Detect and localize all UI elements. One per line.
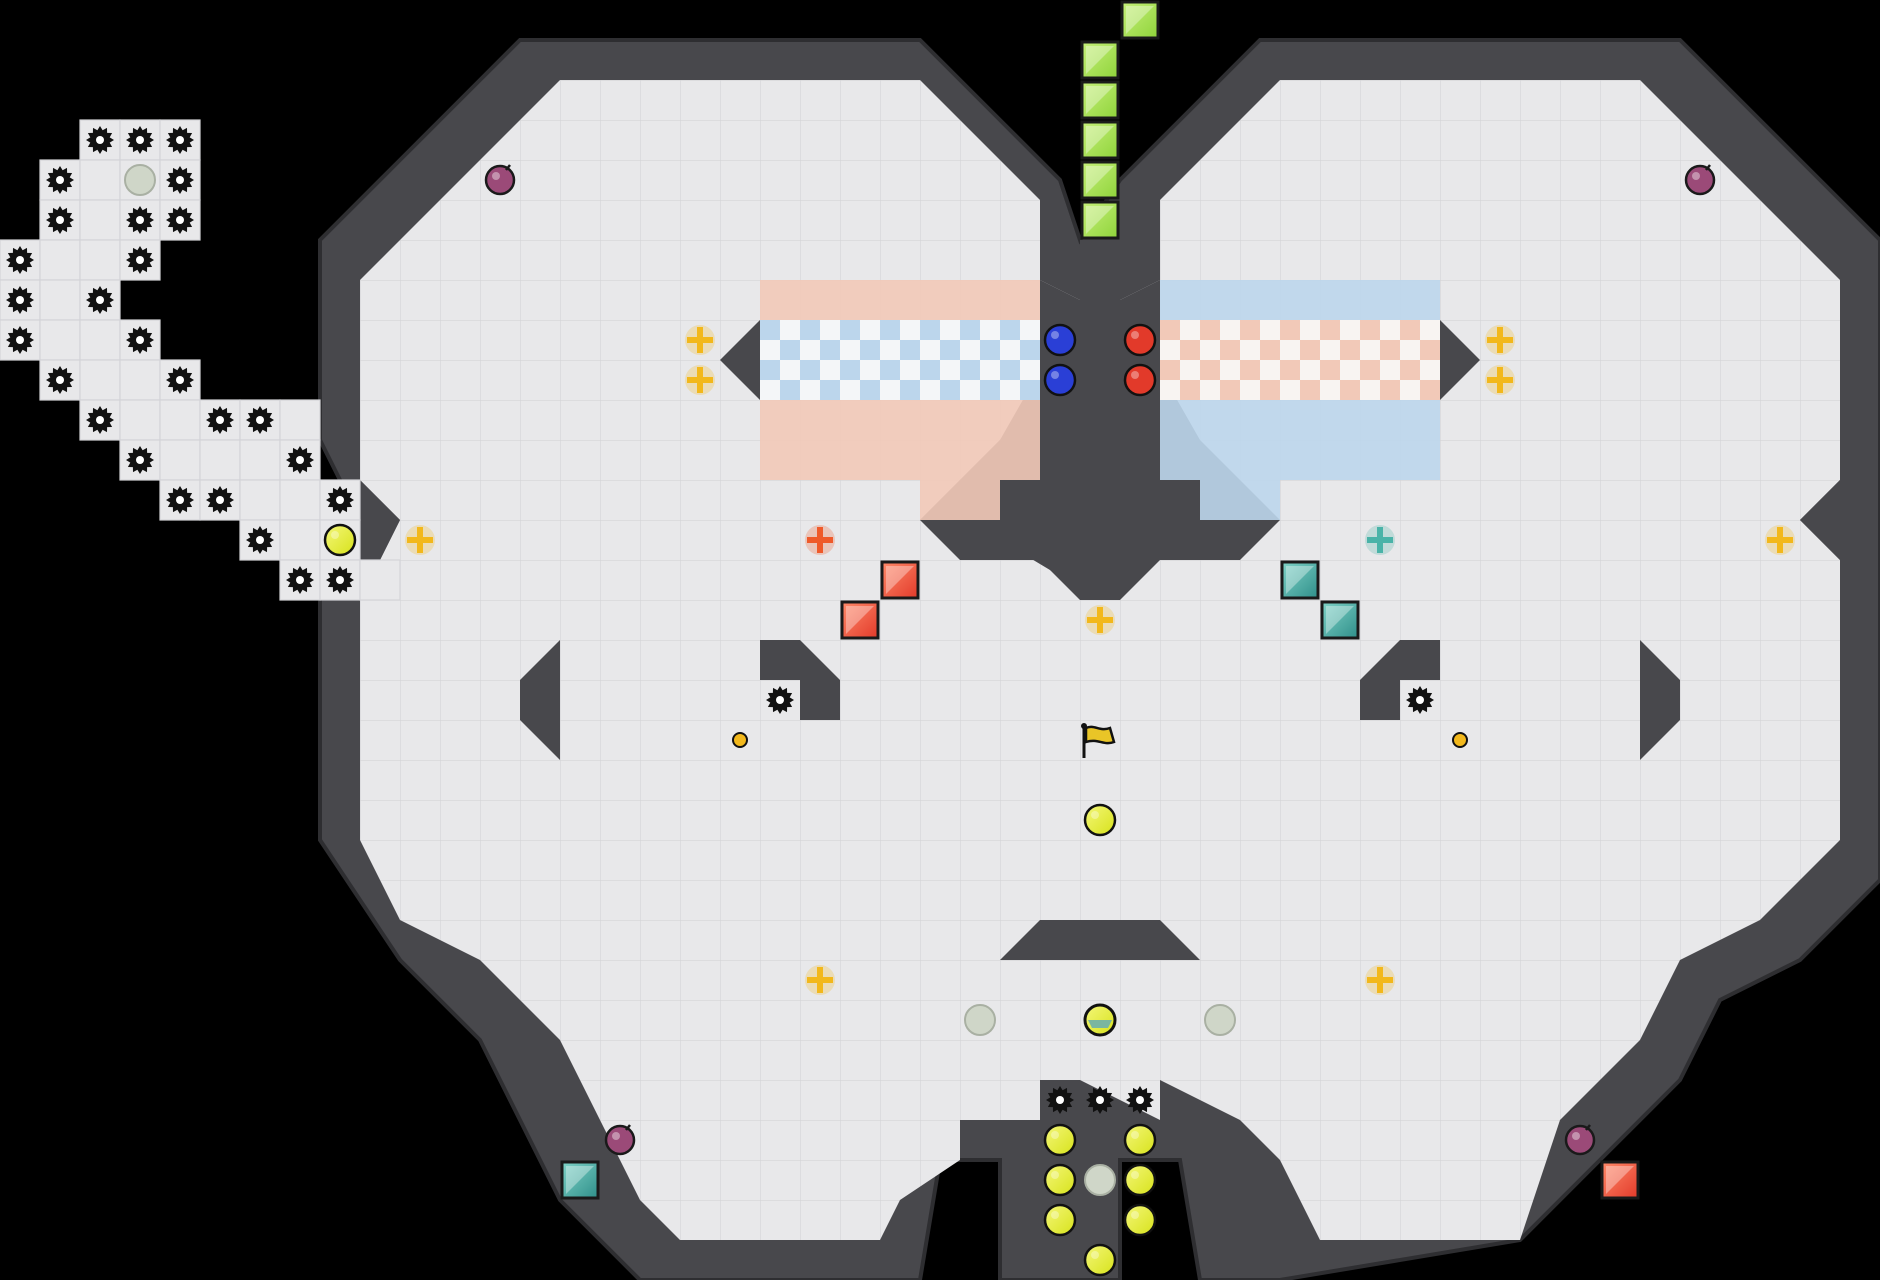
red-ball xyxy=(1123,363,1157,397)
green-block xyxy=(1120,0,1160,40)
yellow-ball xyxy=(1083,803,1117,837)
spike-icon xyxy=(166,486,194,514)
spike-icon xyxy=(86,126,114,154)
spike-icon xyxy=(206,486,234,514)
spike-icon xyxy=(286,566,314,594)
boost-icon xyxy=(405,525,435,555)
spike-icon xyxy=(166,206,194,234)
spike-icon xyxy=(46,166,74,194)
spike-icon xyxy=(1086,1086,1114,1114)
spike-icon xyxy=(246,526,274,554)
yellow-ball xyxy=(323,523,357,557)
inactive-ball xyxy=(124,164,156,196)
left-bumper xyxy=(520,640,560,760)
inactive-ball xyxy=(964,1004,996,1036)
spike-icon xyxy=(126,446,154,474)
red-ball xyxy=(1123,323,1157,357)
bomb-icon xyxy=(604,1124,636,1156)
spike-icon xyxy=(1046,1086,1074,1114)
center-lower-wall xyxy=(920,520,1280,600)
green-block xyxy=(1080,160,1120,200)
boost-icon xyxy=(1485,365,1515,395)
spike-icon xyxy=(126,326,154,354)
inactive-ball xyxy=(1204,1004,1236,1036)
yellow-ball xyxy=(1123,1163,1157,1197)
spike-icon xyxy=(6,286,34,314)
red-block xyxy=(880,560,920,600)
spike-icon xyxy=(326,486,354,514)
spike-icon xyxy=(246,406,274,434)
yellow-ball xyxy=(1123,1203,1157,1237)
boost-icon xyxy=(805,525,835,555)
boost-icon xyxy=(805,965,835,995)
inactive-ball xyxy=(1084,1164,1116,1196)
spike-icon xyxy=(166,166,194,194)
boost-icon xyxy=(685,365,715,395)
yellow-ball xyxy=(1083,1243,1117,1277)
spike-icon xyxy=(166,126,194,154)
spike-icon xyxy=(126,126,154,154)
spike-icon xyxy=(166,366,194,394)
gate-post xyxy=(1080,240,1100,260)
green-block xyxy=(1080,120,1120,160)
right-bumper xyxy=(1640,640,1680,760)
right-spike-wall xyxy=(1440,320,1480,400)
yellow-ball xyxy=(1043,1163,1077,1197)
bomb-icon xyxy=(1684,164,1716,196)
spike-icon xyxy=(206,406,234,434)
green-block xyxy=(1080,200,1120,240)
blue-checkered-lane xyxy=(760,320,1040,400)
spike-icon xyxy=(1126,1086,1154,1114)
boost-icon xyxy=(1085,605,1115,635)
red-block xyxy=(840,600,880,640)
boost-icon xyxy=(1365,525,1395,555)
teal-block xyxy=(1280,560,1320,600)
yellow-ball xyxy=(1123,1123,1157,1157)
right-side-notch xyxy=(1800,480,1840,560)
yellow-ball xyxy=(1043,1123,1077,1157)
spike-icon xyxy=(286,446,314,474)
boost-icon xyxy=(685,325,715,355)
spike-icon xyxy=(6,326,34,354)
teal-block xyxy=(560,1160,600,1200)
spike-icon xyxy=(6,246,34,274)
button-icon xyxy=(1452,732,1468,748)
spike-icon xyxy=(46,366,74,394)
blue-ball xyxy=(1043,363,1077,397)
right-l-wall xyxy=(1360,640,1440,720)
spike-icon xyxy=(1406,686,1434,714)
spike-icon xyxy=(86,406,114,434)
yellow-ball xyxy=(1043,1203,1077,1237)
spike-icon xyxy=(46,206,74,234)
blue-ball xyxy=(1043,323,1077,357)
button-icon xyxy=(732,732,748,748)
portal-icon xyxy=(1083,1003,1117,1037)
bomb-icon xyxy=(1564,1124,1596,1156)
green-block xyxy=(1080,40,1120,80)
red-checkered-lane xyxy=(1160,320,1440,400)
spike-icon xyxy=(326,566,354,594)
spike-icon xyxy=(126,246,154,274)
boost-icon xyxy=(1365,965,1395,995)
spike-icon xyxy=(86,286,114,314)
teal-block xyxy=(1320,600,1360,640)
boost-icon xyxy=(1485,325,1515,355)
spike-icon xyxy=(126,206,154,234)
spike-icon xyxy=(766,686,794,714)
red-block xyxy=(1600,1160,1640,1200)
boost-icon xyxy=(1765,525,1795,555)
left-spike-wall xyxy=(720,320,760,400)
bottom-trapezoid xyxy=(1000,920,1200,960)
flag-icon xyxy=(1081,723,1116,758)
left-l-wall xyxy=(760,640,840,720)
green-block xyxy=(1080,80,1120,120)
bomb-icon xyxy=(484,164,516,196)
